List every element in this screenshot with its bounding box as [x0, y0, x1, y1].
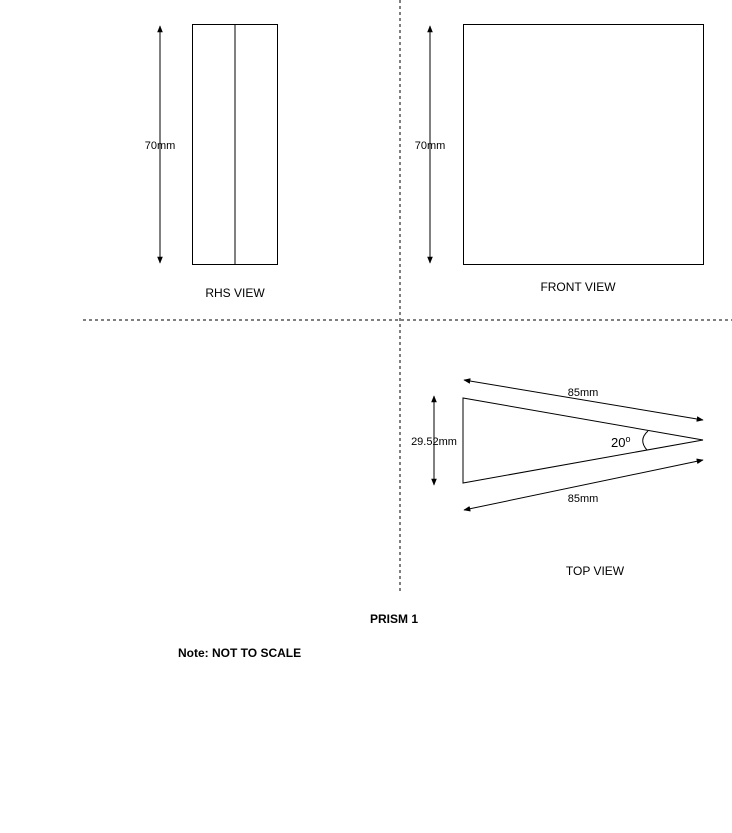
top-base-label: 29.52mm: [411, 436, 457, 448]
apex-angle-value: 20o: [611, 434, 630, 450]
top-upper-side-dimension-arrow: [463, 378, 704, 422]
rhs-view: 70mm RHS VIEW: [145, 24, 278, 300]
top-upper-side-label: 85mm: [568, 387, 599, 399]
rhs-height-label: 70mm: [145, 140, 176, 152]
top-lower-side-label: 85mm: [568, 493, 599, 505]
front-view: 70mm FRONT VIEW: [415, 24, 704, 294]
rhs-view-caption: RHS VIEW: [205, 286, 265, 300]
front-height-label: 70mm: [415, 140, 446, 152]
front-view-caption: FRONT VIEW: [540, 280, 616, 294]
scale-note: Note: NOT TO SCALE: [178, 646, 301, 660]
top-lower-side-dimension-arrow: [463, 458, 704, 512]
drawing-title: PRISM 1: [370, 612, 418, 626]
apex-angle-number: 20: [611, 435, 625, 450]
top-view: 85mm 85mm 29.52mm 20o TOP VIEW: [411, 378, 704, 578]
front-view-outline: [463, 24, 704, 265]
apex-angle-degree-mark: o: [625, 434, 630, 444]
top-view-caption: TOP VIEW: [566, 564, 625, 578]
top-view-triangle: [462, 397, 704, 484]
apex-angle-arc: [642, 430, 649, 451]
